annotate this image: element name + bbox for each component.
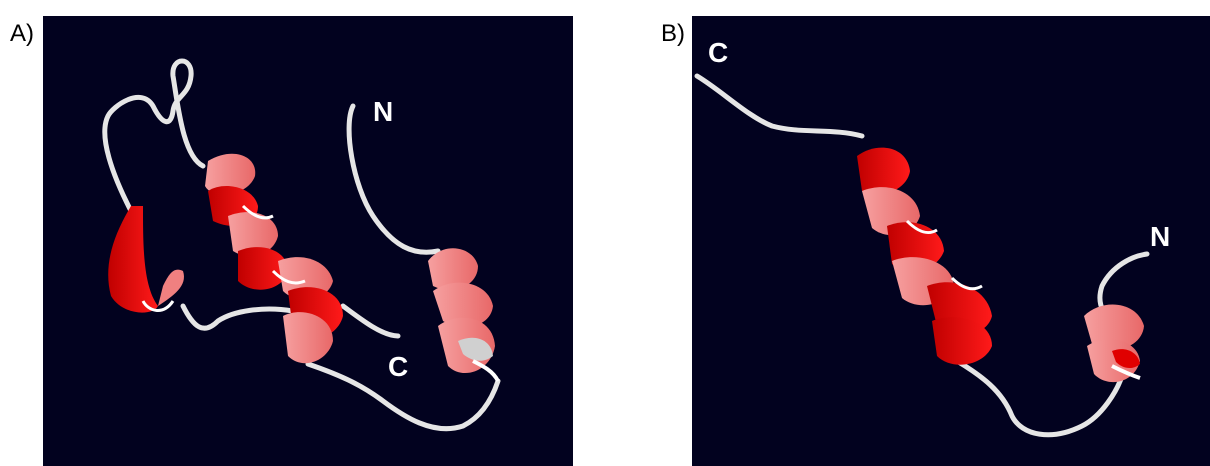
helix-a2 — [205, 154, 343, 363]
n-terminus-label-b: N — [1150, 221, 1170, 252]
ribbon-model-b: C N — [692, 16, 1210, 466]
c-terminus-label-a: C — [388, 351, 408, 382]
helix-a3 — [428, 248, 498, 381]
protein-structure-a: N C — [43, 16, 573, 466]
protein-structure-b: C N — [692, 16, 1210, 466]
ribbon-model-a: N C — [43, 16, 573, 466]
helix-b2 — [1084, 305, 1144, 383]
panel-a-label: A) — [10, 22, 34, 46]
n-terminus-label-a: N — [373, 96, 393, 127]
c-terminus-label-b: C — [708, 37, 728, 68]
coil-a — [105, 61, 498, 429]
panel-b-label: B) — [661, 22, 685, 46]
helix-b1 — [857, 148, 992, 365]
helix-a1 — [108, 206, 184, 313]
